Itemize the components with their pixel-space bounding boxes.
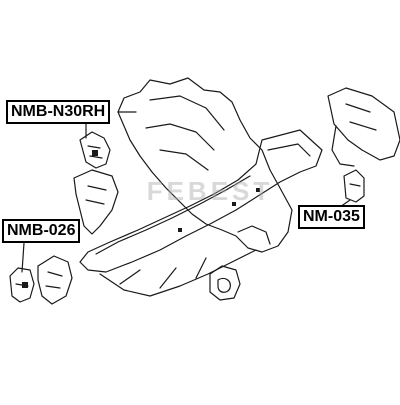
mount-top-right-bracket xyxy=(327,87,400,161)
bolt-marker xyxy=(232,202,236,206)
crossmember xyxy=(79,129,323,273)
part-label-nmb-026: NMB-026 xyxy=(2,219,81,243)
mount-marker xyxy=(92,150,98,156)
engine-detail-2 xyxy=(237,225,271,245)
subframe-lower xyxy=(99,249,257,297)
mount-left-bracket xyxy=(37,255,73,305)
bolt-marker xyxy=(178,228,182,232)
engine-outline xyxy=(117,77,293,253)
mount-top-right-arm xyxy=(331,125,355,167)
mount-marker xyxy=(22,282,28,288)
mount-lower-center xyxy=(209,265,241,301)
mount-upper-right-hand xyxy=(79,131,111,169)
watermark: FEBEST xyxy=(146,176,274,206)
crossmember-inner xyxy=(95,143,311,255)
engine-detail xyxy=(145,95,225,171)
leader-n30rh xyxy=(85,111,137,139)
leader-026 xyxy=(21,242,25,273)
part-label-nm-035: NM-035 xyxy=(298,205,365,229)
part-label-nmb-n30rh: NMB-N30RH xyxy=(6,100,111,124)
bolt-marker xyxy=(256,188,260,192)
mount-upper-bracket xyxy=(73,169,119,235)
mount-nm-035 xyxy=(343,169,365,203)
